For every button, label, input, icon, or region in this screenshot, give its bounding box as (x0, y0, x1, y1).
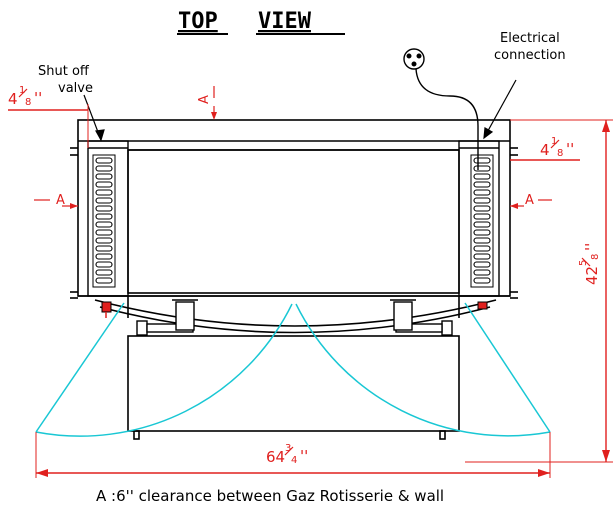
left-offset-whole: 4 (8, 90, 18, 108)
vent-slat (473, 173, 491, 180)
section-mark-right: A (510, 193, 552, 209)
door-handles (136, 299, 453, 336)
vent-slat (95, 221, 113, 228)
depth-dimension: 42 5 8 '' (465, 119, 613, 463)
vent-slat (473, 197, 491, 204)
clearance-footnote: A :6'' clearance between Gaz Rotisserie … (96, 487, 444, 505)
electrical-connection-label-line1: Electrical (500, 31, 560, 46)
vent-slat (473, 213, 491, 220)
vent-slat (473, 157, 491, 164)
vent-slat (95, 237, 113, 244)
depth-denominator: 8 (590, 254, 601, 260)
depth-numerator: 5 (578, 260, 589, 266)
vent-slat (95, 165, 113, 172)
shutoff-valve-label-line2: valve (58, 81, 93, 96)
section-mark-right-letter: A (525, 193, 534, 208)
vent-slat (95, 173, 113, 180)
right-offset-dimension: 4 1 8 '' (510, 136, 580, 161)
section-mark-top-letter: A (197, 95, 212, 104)
vent-slat (95, 181, 113, 188)
left-offset-numerator: 1 (19, 85, 25, 96)
vent-slat (473, 165, 491, 172)
left-offset-dimension: 4 1 8 '' (8, 85, 89, 148)
vent-slat (95, 157, 113, 164)
vent-slat (95, 261, 113, 268)
electrical-connection-marker (477, 301, 488, 310)
vent-slat (473, 245, 491, 252)
section-mark-left: A (34, 193, 78, 209)
vent-slat (473, 189, 491, 196)
vent-slat (95, 229, 113, 236)
vent-slat (95, 213, 113, 220)
depth-whole: 42 (583, 266, 601, 285)
door-swing-arcs (35, 302, 551, 437)
depth-unit: '' (582, 243, 600, 251)
vent-slat (473, 229, 491, 236)
plug-icon (403, 48, 479, 170)
vent-slat (473, 221, 491, 228)
center-window (127, 149, 460, 294)
vent-slat (473, 269, 491, 276)
unit-body (70, 119, 518, 299)
base-cabinet (127, 335, 460, 440)
label-leaders (83, 79, 517, 142)
left-offset-denominator: 8 (25, 97, 31, 108)
vent-slat (95, 277, 113, 284)
width-unit: '' (300, 447, 308, 465)
vent-slat (95, 205, 113, 212)
vent-slat (95, 245, 113, 252)
vent-slat (473, 261, 491, 268)
front-doors (94, 296, 497, 334)
title-word-top: TOP (178, 9, 218, 34)
vent-slat (473, 253, 491, 260)
shutoff-valve-label-line1: Shut off (38, 64, 90, 79)
right-vent-slats (473, 157, 491, 284)
left-vent-slats (95, 157, 113, 284)
width-numerator: 3 (285, 443, 291, 454)
electrical-connection-label-line2: connection (494, 48, 566, 63)
vent-slat (473, 277, 491, 284)
vent-slat (473, 237, 491, 244)
vent-slat (473, 205, 491, 212)
section-mark-top: A (197, 86, 217, 120)
left-offset-unit: '' (34, 89, 42, 107)
right-offset-numerator: 1 (551, 136, 557, 147)
section-mark-left-letter: A (56, 193, 65, 208)
shutoff-valve-marker (101, 301, 112, 318)
vent-slat (95, 189, 113, 196)
vent-slat (95, 197, 113, 204)
width-whole: 64 (266, 448, 285, 466)
title-word-view: VIEW (258, 9, 312, 34)
right-offset-whole: 4 (540, 141, 550, 159)
right-offset-unit: '' (566, 140, 574, 158)
vent-slat (95, 269, 113, 276)
vent-slat (473, 181, 491, 188)
width-denominator: 4 (291, 455, 297, 466)
right-offset-denominator: 8 (557, 148, 563, 159)
width-dimension: 64 3 4 '' (35, 432, 551, 478)
vent-slat (95, 253, 113, 260)
